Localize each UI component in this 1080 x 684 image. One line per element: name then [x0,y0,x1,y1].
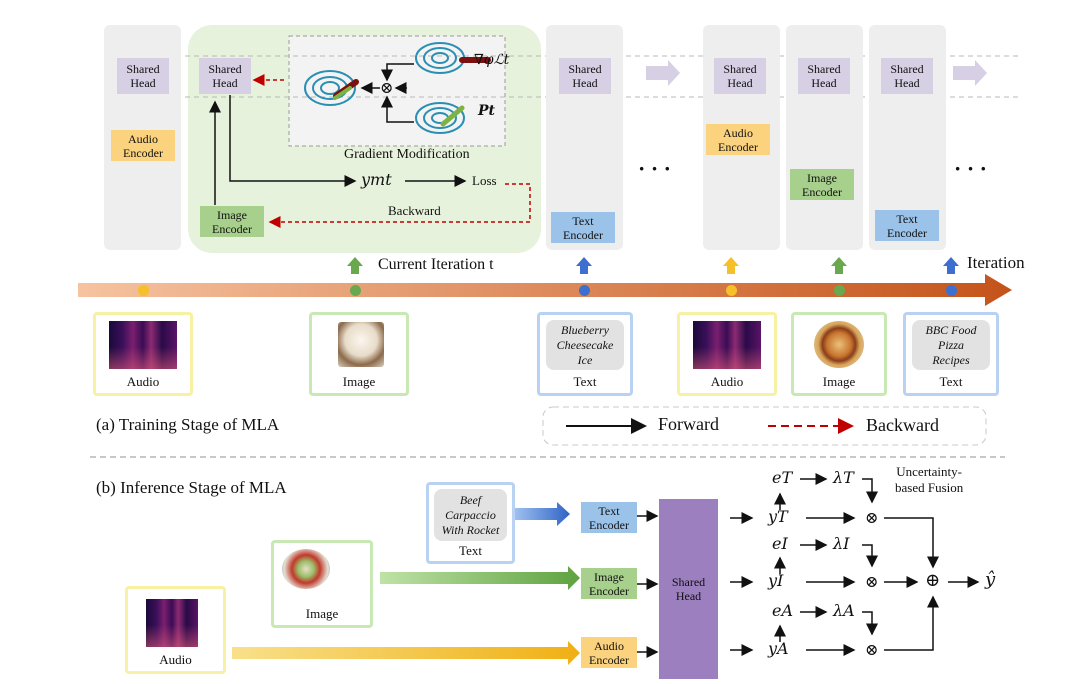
inference-caption-audio: Audio [159,652,192,667]
gradient-modification-label: Gradient Modification [344,147,470,162]
shared-head-audio-1: Shared Head [117,58,169,94]
text-encoder-2: Text Encoder [875,210,939,241]
text-sample-beef: Beef Carpaccio With Rocket [434,489,507,541]
label-eT: eT [772,468,793,487]
label-lambdaI: λI [833,534,850,553]
legend-box [542,406,987,446]
shared-head-text-2: Shared Head [881,58,933,94]
otimes-T: ⊗ [865,510,879,527]
otimes-A: ⊗ [865,642,879,659]
spectrogram-image [109,321,177,369]
dessert-photo [338,322,384,367]
label-lambdaT: λT [833,468,854,487]
up-arrow-image [347,257,363,274]
text-sample-bbc: BBC Food Pizza Recipes [912,320,990,370]
sample-card-image-2: Image [791,312,887,396]
inference-image-card: Image [271,540,373,628]
otimes-I: ⊗ [865,574,879,591]
sample-caption-text-1: Text [573,374,597,389]
otimes-symbol-gradient: ⊗ [380,80,394,97]
sample-caption-audio-2: Audio [710,374,744,389]
inference-caption-text: Text [459,543,482,558]
gradient-loss-label: ∇φℒt [474,52,510,68]
sample-card-text-1: Blueberry Cheesecake Ice Text [537,312,633,396]
inference-text-encoder: Text Encoder [581,502,637,533]
iteration-timeline [78,274,1012,306]
iteration-chevron-2 [953,60,987,86]
sample-card-audio-2: Audio [677,312,777,396]
up-arrow-text-1 [576,257,592,274]
shared-head-text-1: Shared Head [559,58,611,94]
ellipsis-2: · · · [954,156,988,181]
sample-card-text-2: BBC Food Pizza Recipes Text [903,312,999,396]
legend-forward-label: Forward [658,414,719,434]
legend-backward-label: Backward [866,415,939,435]
label-eI: eI [772,534,788,553]
label-yT: yT [768,507,788,526]
label-lambdaA: λA [833,601,855,620]
up-arrow-image-2 [831,257,847,274]
timeline-dot-audio-2 [726,285,737,296]
text-sample-blueberry: Blueberry Cheesecake Ice [546,320,624,370]
inference-caption-image: Image [305,606,339,621]
iteration-label: Iteration [967,253,1025,272]
inference-audio-arrow [232,641,580,665]
up-arrow-text-2 [943,257,959,274]
timeline-dot-text-1 [579,285,590,296]
training-stage-title: (a) Training Stage of MLA [96,415,280,434]
label-yA: yA [768,639,789,658]
label-yI: yI [768,571,784,590]
spectrogram-image-2 [693,321,761,369]
label-eA: eA [772,601,794,620]
ellipsis-1: · · · [638,156,672,181]
pt-label: Pt [478,103,495,119]
sample-card-audio-1: Audio [93,312,193,396]
carpaccio-photo [282,549,330,589]
pizza-photo [814,321,864,368]
timeline-dot-audio-1 [138,285,149,296]
loss-label: Loss [472,173,497,188]
shared-head-audio-2: Shared Head [714,58,766,94]
text-encoder-1: Text Encoder [551,212,615,243]
inference-stage-title: (b) Inference Stage of MLA [96,478,287,497]
audio-encoder-2: Audio Encoder [706,124,770,155]
image-encoder-current: Image Encoder [200,206,264,237]
iteration-chevron-1 [646,60,680,86]
inference-image-arrow [380,566,580,590]
audio-encoder-1: Audio Encoder [111,130,175,161]
inference-audio-card: Audio [125,586,226,674]
sample-caption-text-2: Text [939,374,963,389]
ym-label: ymt [361,170,392,189]
inference-text-arrow [515,502,570,526]
timeline-dot-text-2 [946,285,957,296]
inference-text-card: Beef Carpaccio With Rocket Text [426,482,515,564]
y-hat-output: ŷ [985,569,996,590]
fusion-label: Uncertainty- based Fusion [895,464,964,495]
up-arrow-audio [723,257,739,274]
oplus-symbol: ⊕ [925,570,941,590]
spectrogram-image-3 [146,599,198,647]
sample-caption-image-1: Image [342,374,376,389]
image-encoder-2: Image Encoder [790,169,854,200]
timeline-dot-image-2 [834,285,845,296]
inference-shared-head: Shared Head [659,499,718,679]
shared-head-image-2: Shared Head [798,58,850,94]
sample-caption-audio-1: Audio [126,374,160,389]
sample-caption-image-2: Image [822,374,856,389]
timeline-dot-image-1 [350,285,361,296]
inference-audio-encoder: Audio Encoder [581,637,637,668]
inference-image-encoder: Image Encoder [581,568,637,599]
current-iteration-label: Current Iteration t [378,256,494,273]
shared-head-current: Shared Head [199,58,251,94]
backward-label: Backward [388,203,441,218]
sample-card-image-1: Image [309,312,409,396]
